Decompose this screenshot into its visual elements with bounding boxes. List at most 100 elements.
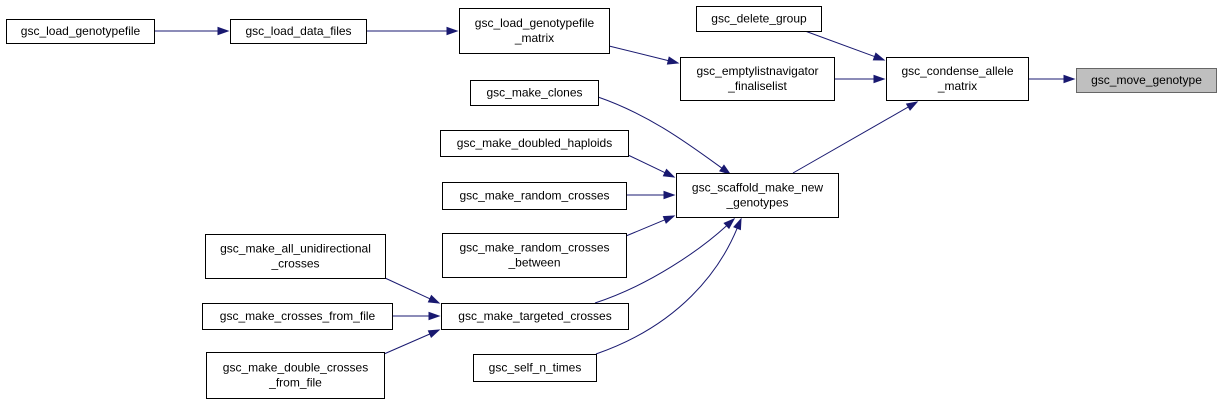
edge-condense_allele_matrix-to-move_genotype — [1028, 74, 1076, 84]
edge-make_doubled_haploids-to-scaffold_make_new_genotypes — [627, 154, 676, 178]
node-label: _matrix — [514, 31, 554, 45]
arrowhead-icon — [428, 311, 441, 321]
node-label: gsc_emptylistnavigator — [696, 64, 818, 78]
edge-make_random_crosses-to-scaffold_make_new_genotypes — [626, 190, 676, 200]
node-box — [1076, 68, 1217, 93]
edge-line — [383, 333, 431, 355]
node-label: gsc_move_genotype — [1091, 73, 1202, 87]
node-box — [6, 19, 155, 44]
node-label: gsc_load_genotypefile — [475, 16, 595, 30]
node-box — [441, 303, 629, 330]
edge-make_all_unidirectional_crosses-to-make_targeted_crosses — [384, 277, 441, 304]
arrowhead-icon — [733, 217, 742, 231]
edge-line — [595, 228, 738, 355]
arrowhead-icon — [217, 26, 230, 36]
edge-line — [384, 277, 431, 300]
node-label: _between — [507, 256, 560, 270]
arrowhead-icon — [873, 74, 886, 84]
node-label: gsc_make_crosses_from_file — [220, 309, 376, 323]
node-label: gsc_make_random_crosses — [459, 241, 609, 255]
edge-line — [594, 225, 727, 304]
node-label: gsc_scaffold_make_new — [692, 181, 824, 195]
node-make-all-unidirectional-crosses[interactable]: gsc_make_all_unidirectional_crosses — [205, 234, 386, 279]
edge-line — [792, 106, 909, 174]
arrowhead-icon — [663, 190, 676, 200]
node-label: gsc_load_data_files — [245, 24, 351, 38]
node-label: gsc_make_all_unidirectional — [220, 242, 371, 256]
node-make-crosses-from-file[interactable]: gsc_make_crosses_from_file — [202, 303, 393, 330]
node-label: _genotypes — [725, 196, 788, 210]
edges-layer — [154, 26, 1076, 355]
edge-line — [608, 45, 669, 62]
edge-self_n_times-to-scaffold_make_new_genotypes — [595, 217, 742, 355]
node-emptylistnavigator-finaliselist[interactable]: gsc_emptylistnavigator_finaliselist — [680, 57, 835, 101]
node-box — [680, 57, 835, 101]
node-make-double-crosses-from-file[interactable]: gsc_make_double_crosses_from_file — [206, 352, 385, 399]
node-self-n-times[interactable]: gsc_self_n_times — [473, 354, 597, 382]
edge-load_genotypefile_matrix-to-emptylistnavigator_finaliselist — [608, 45, 680, 65]
node-box — [473, 354, 597, 382]
node-label: _matrix — [937, 79, 977, 93]
node-scaffold-make-new-genotypes[interactable]: gsc_scaffold_make_new_genotypes — [676, 173, 839, 218]
node-label: gsc_make_targeted_crosses — [458, 309, 611, 323]
arrowhead-icon — [905, 101, 919, 111]
node-make-clones[interactable]: gsc_make_clones — [470, 80, 599, 106]
edge-load_data_files-to-load_genotypefile_matrix — [366, 26, 459, 36]
node-box — [206, 352, 385, 399]
edge-make_crosses_from_file-to-make_targeted_crosses — [392, 311, 441, 321]
node-load-data-files[interactable]: gsc_load_data_files — [230, 19, 367, 44]
node-label: gsc_make_doubled_haploids — [457, 136, 612, 150]
node-delete-group[interactable]: gsc_delete_group — [696, 6, 822, 32]
edge-line — [597, 96, 723, 169]
node-box — [442, 233, 627, 278]
node-box — [459, 8, 610, 54]
arrowhead-icon — [662, 168, 676, 178]
nodes-layer: gsc_load_genotypefile gsc_load_data_files… — [6, 6, 1217, 399]
edge-delete_group-to-condense_allele_matrix — [804, 30, 886, 61]
node-condense-allele-matrix[interactable]: gsc_condense_allele_matrix — [886, 57, 1029, 101]
node-label: gsc_delete_group — [711, 12, 807, 26]
node-label: _finaliselist — [727, 79, 787, 93]
node-box — [442, 182, 627, 210]
node-box — [676, 173, 839, 218]
node-box — [696, 6, 822, 32]
arrowhead-icon — [427, 294, 441, 304]
node-box — [202, 303, 393, 330]
node-make-random-crosses-between[interactable]: gsc_make_random_crosses_between — [442, 233, 627, 278]
arrowhead-icon — [872, 52, 886, 61]
node-make-random-crosses[interactable]: gsc_make_random_crosses — [442, 182, 627, 210]
arrowhead-icon — [719, 164, 732, 175]
arrowhead-icon — [1063, 74, 1076, 84]
node-box — [230, 19, 367, 44]
arrowhead-icon — [666, 56, 680, 65]
node-box — [470, 80, 599, 106]
edge-make_targeted_crosses-to-scaffold_make_new_genotypes — [594, 217, 736, 304]
arrowhead-icon — [427, 329, 441, 339]
node-label: gsc_make_clones — [486, 86, 582, 100]
node-label: gsc_condense_allele — [901, 64, 1013, 78]
node-label: _crosses — [270, 257, 319, 271]
node-label: gsc_self_n_times — [489, 361, 582, 375]
node-move-genotype[interactable]: gsc_move_genotype — [1076, 68, 1217, 93]
node-label: gsc_load_genotypefile — [21, 24, 141, 38]
node-box — [440, 130, 629, 157]
node-load-genotypefile-matrix[interactable]: gsc_load_genotypefile_matrix — [459, 8, 610, 54]
arrowhead-icon — [446, 26, 459, 36]
node-label: gsc_make_random_crosses — [459, 189, 609, 203]
node-load-genotypefile[interactable]: gsc_load_genotypefile — [6, 19, 155, 44]
node-box — [205, 234, 386, 279]
node-make-doubled-haploids[interactable]: gsc_make_doubled_haploids — [440, 130, 629, 157]
edge-load_genotypefile-to-load_data_files — [154, 26, 230, 36]
arrowhead-icon — [723, 217, 736, 230]
node-make-targeted-crosses[interactable]: gsc_make_targeted_crosses — [441, 303, 629, 330]
edge-line — [627, 154, 666, 174]
edge-scaffold_make_new_genotypes-to-condense_allele_matrix — [792, 101, 919, 174]
edge-make_double_crosses_from_file-to-make_targeted_crosses — [383, 329, 441, 355]
edge-make_random_crosses_between-to-scaffold_make_new_genotypes — [625, 215, 676, 237]
edge-make_clones-to-scaffold_make_new_genotypes — [597, 96, 732, 175]
edge-emptylistnavigator_finaliselist-to-condense_allele_matrix — [834, 74, 886, 84]
edge-line — [625, 219, 665, 237]
arrowhead-icon — [662, 215, 676, 224]
node-label: _from_file — [268, 376, 322, 390]
